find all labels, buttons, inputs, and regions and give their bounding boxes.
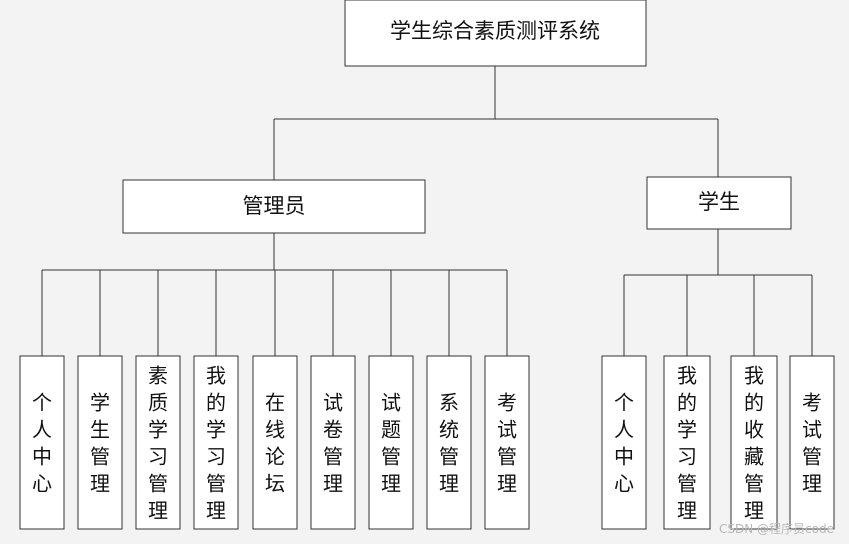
admin-child-node-label: 素质学习管理	[148, 364, 168, 523]
admin-child-node-box	[252, 355, 298, 530]
connectors	[41, 66, 813, 356]
admin-child-node: 我的学习管理	[193, 355, 239, 530]
admin-child-node: 系统管理	[426, 355, 472, 530]
student-child-node-label: 我的收藏管理	[744, 364, 764, 523]
admin-child-node-box	[135, 355, 181, 530]
admin-child-node: 试题管理	[368, 355, 414, 530]
student-node-box	[646, 176, 792, 230]
student-child-node: 我的收藏管理	[730, 355, 778, 530]
admin-child-node: 在线论坛	[252, 355, 298, 530]
admin-node-label: 管理员	[243, 194, 306, 218]
admin-child-node: 试卷管理	[310, 355, 356, 530]
admin-child-node-box	[426, 355, 472, 530]
admin-child-node-label: 学生管理	[90, 391, 110, 496]
admin-children: 个人中心 学生管理 素质学习管理 我的学习管理 在线论坛 试卷管理 试题管理 系统管理 考试管理	[19, 355, 530, 530]
student-child-node-box	[730, 355, 778, 530]
admin-child-node-box	[19, 355, 65, 530]
student-node-label: 学生	[698, 190, 740, 214]
student-children: 个人中心 我的学习管理 我的收藏管理 考试管理	[601, 355, 835, 530]
admin-child-node: 考试管理	[484, 355, 530, 530]
admin-node: 管理员	[122, 179, 426, 234]
admin-child-node-label: 系统管理	[439, 391, 459, 496]
admin-child-node-box	[193, 355, 239, 530]
root-node-box	[344, 0, 647, 67]
admin-node-box	[122, 179, 426, 234]
root-node-label: 学生综合素质测评系统	[390, 19, 600, 43]
admin-child-node: 素质学习管理	[135, 355, 181, 530]
admin-child-node-label: 在线论坛	[265, 391, 285, 496]
admin-child-node-label: 个人中心	[32, 391, 52, 496]
student-child-node-label: 考试管理	[802, 391, 822, 496]
student-node: 学生	[646, 176, 792, 230]
student-child-node-box	[789, 355, 835, 530]
student-child-node-label: 我的学习管理	[677, 364, 697, 523]
admin-child-node-label: 试卷管理	[323, 391, 343, 496]
admin-child-node: 学生管理	[77, 355, 123, 530]
watermark-text: CSDN @程序员code	[719, 521, 834, 536]
admin-child-node-box	[310, 355, 356, 530]
admin-child-node-box	[484, 355, 530, 530]
admin-child-node-box	[368, 355, 414, 530]
admin-child-node-label: 考试管理	[497, 391, 517, 496]
admin-child-node-label: 我的学习管理	[206, 364, 226, 523]
admin-child-node: 个人中心	[19, 355, 65, 530]
student-child-node-box	[663, 355, 711, 530]
student-child-node-label: 个人中心	[614, 391, 634, 496]
student-child-node: 个人中心	[601, 355, 647, 530]
root-node: 学生综合素质测评系统	[344, 0, 647, 67]
student-child-node: 我的学习管理	[663, 355, 711, 530]
admin-child-node-box	[77, 355, 123, 530]
admin-child-node-label: 试题管理	[381, 391, 401, 496]
student-child-node: 考试管理	[789, 355, 835, 530]
student-child-node-box	[601, 355, 647, 530]
